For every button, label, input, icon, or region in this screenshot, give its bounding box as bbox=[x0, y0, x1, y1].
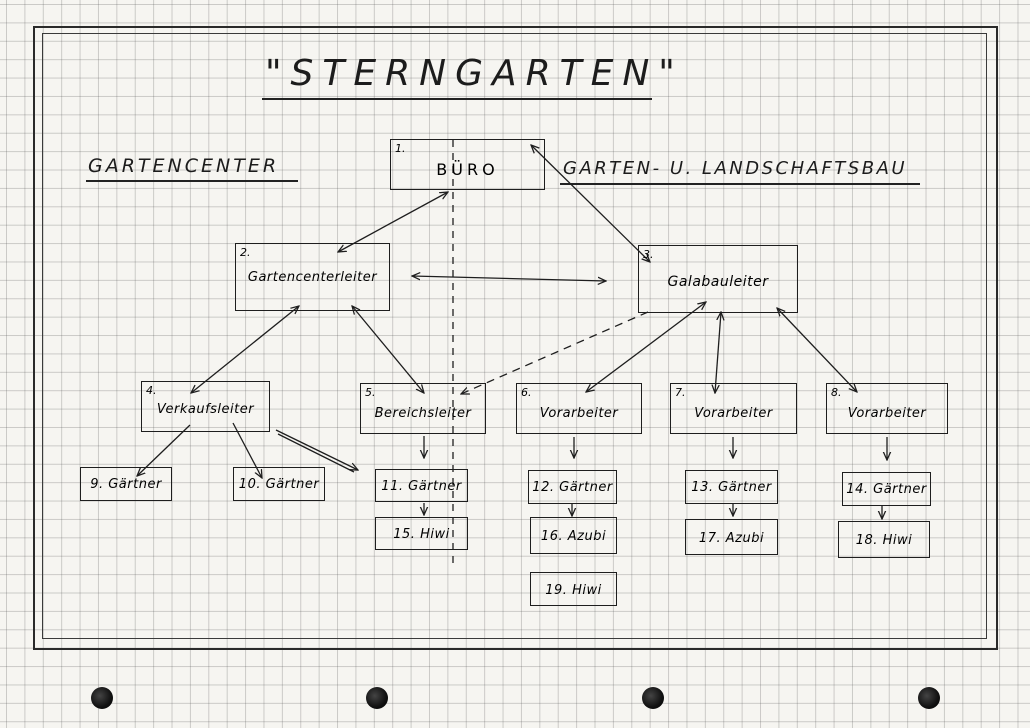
box-number: 7. bbox=[675, 386, 686, 399]
arrow-b2-b3 bbox=[412, 276, 606, 281]
box-number: 1. bbox=[395, 142, 406, 155]
box-number: 8. bbox=[831, 386, 842, 399]
box-galabauleiter: 3. Galabauleiter bbox=[638, 245, 798, 313]
box-label: 12. Gärtner bbox=[529, 480, 616, 495]
box-vorarbeiter-6: 6. Vorarbeiter bbox=[516, 383, 642, 434]
box-label: 15. Hiwi bbox=[376, 527, 467, 542]
box-number: 11. bbox=[381, 479, 404, 494]
box-label: 14. Gärtner bbox=[843, 482, 930, 497]
diagram-title: "STERNGARTEN" bbox=[265, 53, 684, 94]
box-number: 12. bbox=[532, 480, 555, 495]
title-underline bbox=[262, 98, 652, 100]
box-label: 11. Gärtner bbox=[376, 479, 467, 494]
arrow-b1-b2 bbox=[338, 192, 448, 252]
box-gaertner-9: 9. Gärtner bbox=[80, 467, 172, 501]
box-label: 17. Azubi bbox=[686, 531, 777, 546]
box-label: Vorarbeiter bbox=[847, 406, 927, 421]
box-label: BÜRO bbox=[436, 160, 499, 179]
box-number: 14. bbox=[846, 482, 869, 497]
box-label: Verkaufsleiter bbox=[156, 402, 255, 417]
box-label: Galabauleiter bbox=[667, 274, 769, 290]
box-verkaufsleiter: 4. Verkaufsleiter bbox=[141, 381, 270, 432]
box-label: 9. Gärtner bbox=[81, 477, 171, 492]
box-label: Bereichsleiter bbox=[374, 406, 472, 421]
arrow-b3-b6 bbox=[586, 302, 706, 392]
box-gaertner-14: 14. Gärtner bbox=[842, 472, 931, 506]
box-number: 15. bbox=[393, 527, 416, 542]
punch-hole bbox=[366, 687, 388, 709]
box-number: 16. bbox=[540, 529, 564, 544]
outer-frame bbox=[33, 26, 998, 650]
arrow-b3-b8 bbox=[777, 308, 857, 392]
box-number: 17. bbox=[698, 531, 722, 546]
left-heading-underline bbox=[86, 180, 298, 182]
box-hiwi-19: 19. Hiwi bbox=[530, 572, 617, 606]
box-gaertner-11: 11. Gärtner bbox=[375, 469, 468, 502]
box-name: Gärtner bbox=[718, 480, 772, 495]
box-name: Azubi bbox=[567, 529, 607, 544]
box-name: Gärtner bbox=[873, 482, 927, 497]
box-name: Hiwi bbox=[882, 533, 913, 548]
box-gartencenterleiter: 2. Gartencenterleiter bbox=[235, 243, 390, 311]
arrow-b3-b5-dashed bbox=[461, 311, 649, 394]
box-bereichsleiter: 5. Bereichsleiter bbox=[360, 383, 486, 434]
box-number: 4. bbox=[146, 384, 157, 397]
box-name: Hiwi bbox=[572, 583, 602, 598]
box-label: 18. Hiwi bbox=[839, 533, 929, 548]
right-heading-underline bbox=[560, 183, 920, 185]
inner-frame bbox=[42, 33, 987, 639]
box-hiwi-18: 18. Hiwi bbox=[838, 521, 930, 558]
punch-hole bbox=[918, 687, 940, 709]
box-name: Gärtner bbox=[265, 477, 320, 492]
box-number: 18. bbox=[855, 533, 878, 548]
box-number: 19. bbox=[545, 583, 568, 598]
arrow-b2-b5 bbox=[352, 306, 424, 393]
box-label: 19. Hiwi bbox=[531, 583, 616, 598]
box-gaertner-13: 13. Gärtner bbox=[685, 470, 778, 504]
box-buero: 1. BÜRO bbox=[390, 139, 545, 190]
box-number: 5. bbox=[365, 386, 376, 399]
box-number: 2. bbox=[240, 246, 251, 259]
box-number: 13. bbox=[691, 480, 714, 495]
box-azubi-16: 16. Azubi bbox=[530, 517, 617, 554]
box-label: 16. Azubi bbox=[531, 529, 616, 544]
box-number: 10. bbox=[238, 477, 261, 492]
arrow-b4-b11-a bbox=[275, 429, 358, 470]
box-azubi-17: 17. Azubi bbox=[685, 519, 778, 555]
box-label: 13. Gärtner bbox=[686, 480, 777, 495]
arrow-b3-b7 bbox=[715, 312, 721, 393]
punch-hole bbox=[91, 687, 113, 709]
arrow-b2-b4 bbox=[191, 306, 299, 393]
left-heading: GARTENCENTER bbox=[88, 155, 280, 177]
box-gaertner-10: 10. Gärtner bbox=[233, 467, 325, 501]
box-hiwi-15: 15. Hiwi bbox=[375, 517, 468, 550]
box-gaertner-12: 12. Gärtner bbox=[528, 470, 617, 504]
box-label: Gartencenterleiter bbox=[247, 270, 378, 285]
arrow-b1-b3 bbox=[531, 145, 650, 262]
box-label: 10. Gärtner bbox=[234, 477, 324, 492]
box-name: Gärtner bbox=[408, 479, 462, 494]
box-number: 6. bbox=[521, 386, 532, 399]
box-number: 9. bbox=[90, 477, 104, 492]
box-name: Gärtner bbox=[559, 480, 613, 495]
box-label: Vorarbeiter bbox=[539, 406, 619, 421]
box-name: Azubi bbox=[725, 531, 765, 546]
box-label: Vorarbeiter bbox=[694, 406, 773, 421]
box-vorarbeiter-7: 7. Vorarbeiter bbox=[670, 383, 797, 434]
box-name: Gärtner bbox=[108, 477, 162, 492]
box-name: Hiwi bbox=[420, 527, 450, 542]
punch-hole bbox=[642, 687, 664, 709]
arrow-b4-b10 bbox=[232, 422, 262, 478]
box-number: 3. bbox=[643, 248, 654, 261]
box-vorarbeiter-8: 8. Vorarbeiter bbox=[826, 383, 948, 434]
